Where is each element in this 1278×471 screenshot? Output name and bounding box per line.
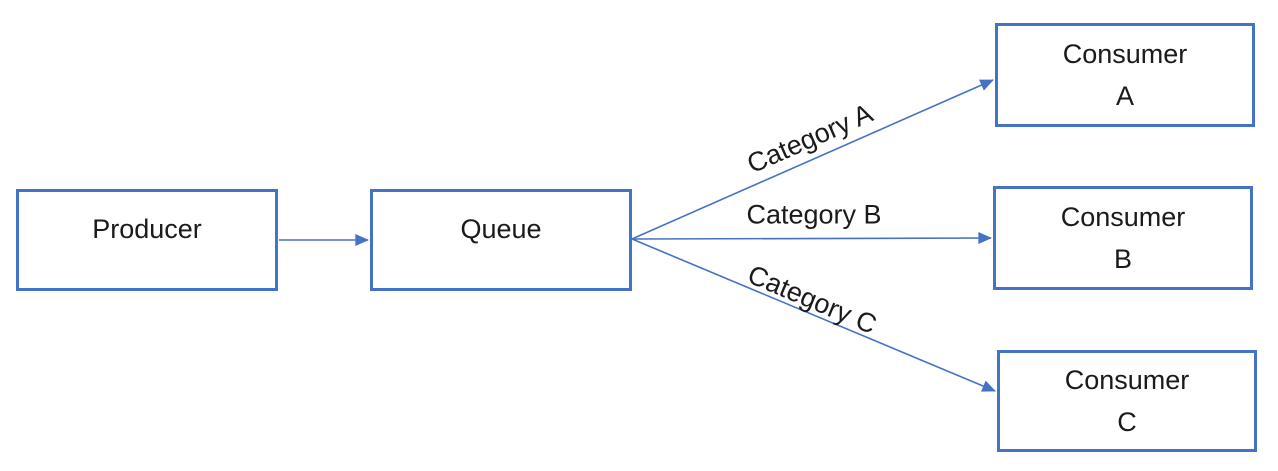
- node-consumer-c-label-line2: C: [1117, 407, 1137, 437]
- node-queue: Queue: [370, 189, 632, 291]
- node-consumer-a-label-line2: A: [1115, 81, 1134, 111]
- edge-queue-to-consumer-b: [631, 232, 992, 245]
- node-consumer-b: Consumer B: [993, 186, 1253, 290]
- node-consumer-c: Consumer C: [997, 350, 1257, 452]
- node-producer-label: Producer: [92, 214, 202, 244]
- edge-queue-to-consumer-a: [631, 79, 994, 240]
- node-producer: Producer: [16, 189, 278, 291]
- node-consumer-b-label-line2: B: [1113, 244, 1132, 274]
- node-consumer-c-label-line1: Consumer: [1064, 365, 1190, 395]
- node-consumer-a-label-line1: Consumer: [1062, 39, 1188, 69]
- edge-label-category-b: Category B: [746, 199, 882, 230]
- edge-queue-to-consumer-c: [631, 238, 996, 392]
- node-queue-label: Queue: [460, 214, 542, 244]
- node-consumer-a: Consumer A: [995, 23, 1255, 127]
- node-consumer-b-label-line1: Consumer: [1060, 202, 1186, 232]
